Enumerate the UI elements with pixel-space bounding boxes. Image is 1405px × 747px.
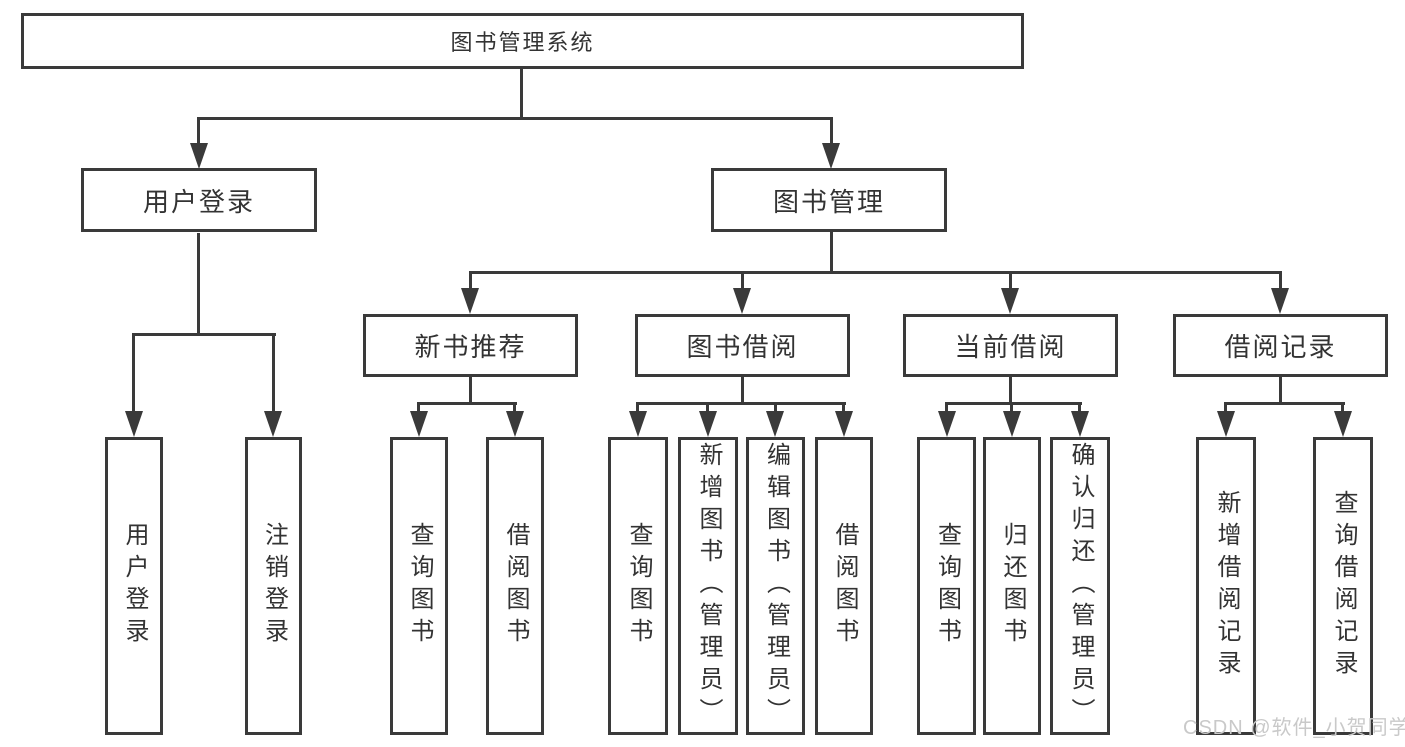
connector-line bbox=[842, 402, 845, 413]
connector-line bbox=[741, 377, 744, 404]
connector-line bbox=[520, 68, 523, 119]
connector-line bbox=[741, 271, 744, 289]
leaf-user-login: 用户登录 bbox=[105, 437, 163, 735]
connector-line bbox=[197, 117, 833, 120]
connector-line bbox=[636, 402, 639, 413]
arrow-down-icon bbox=[733, 288, 751, 314]
leaf-borrowing-borrow-books: 借阅图书 bbox=[815, 437, 873, 735]
connector-line bbox=[945, 402, 948, 413]
leaf-borrowing-edit-books: 编辑图书（管理员） bbox=[746, 437, 805, 735]
node-book-system-root: 图书管理系统 bbox=[21, 13, 1024, 69]
arrow-down-icon bbox=[125, 411, 143, 437]
arrow-down-icon bbox=[938, 411, 956, 437]
leaf-newbooks-borrow-books: 借阅图书 bbox=[486, 437, 544, 735]
connector-line bbox=[133, 333, 276, 336]
connector-line bbox=[1225, 402, 1345, 405]
connector-line bbox=[1341, 402, 1344, 413]
leaf-borrowing-add-books: 新增图书（管理员） bbox=[678, 437, 738, 735]
arrow-down-icon bbox=[766, 411, 784, 437]
leaf-borrowing-query-books: 查询图书 bbox=[608, 437, 668, 735]
leaf-newbooks-query-books: 查询图书 bbox=[390, 437, 448, 735]
connector-line bbox=[197, 233, 200, 335]
connector-line bbox=[706, 402, 709, 413]
node-book-management: 图书管理 bbox=[711, 168, 947, 232]
connector-line bbox=[1009, 377, 1012, 404]
connector-line bbox=[197, 117, 200, 145]
connector-line bbox=[418, 402, 517, 405]
arrow-down-icon bbox=[1003, 411, 1021, 437]
connector-line bbox=[1009, 271, 1012, 289]
arrow-down-icon bbox=[699, 411, 717, 437]
connector-line bbox=[830, 117, 833, 145]
connector-line bbox=[1279, 377, 1282, 404]
arrow-down-icon bbox=[1271, 288, 1289, 314]
connector-line bbox=[469, 377, 472, 404]
connector-line bbox=[469, 271, 1282, 274]
connector-line bbox=[417, 402, 420, 413]
leaf-current-confirm-return: 确认归还（管理员） bbox=[1050, 437, 1110, 735]
connector-line bbox=[1224, 402, 1227, 413]
connector-line bbox=[513, 402, 516, 413]
connector-line bbox=[272, 333, 275, 413]
connector-line bbox=[469, 271, 472, 289]
arrow-down-icon bbox=[264, 411, 282, 437]
connector-line bbox=[1279, 271, 1282, 289]
node-new-book-recommend: 新书推荐 bbox=[363, 314, 578, 377]
leaf-records-query-record: 查询借阅记录 bbox=[1313, 437, 1373, 735]
node-current-borrowing: 当前借阅 bbox=[903, 314, 1118, 377]
arrow-down-icon bbox=[822, 143, 840, 169]
arrow-down-icon bbox=[461, 288, 479, 314]
arrow-down-icon bbox=[1217, 411, 1235, 437]
connector-line bbox=[945, 402, 1082, 405]
node-book-borrowing: 图书借阅 bbox=[635, 314, 850, 377]
arrow-down-icon bbox=[629, 411, 647, 437]
node-user-login: 用户登录 bbox=[81, 168, 317, 232]
leaf-logout: 注销登录 bbox=[245, 437, 302, 735]
csdn-watermark: CSDN @软件_小贺同学 bbox=[1183, 717, 1405, 739]
connector-line bbox=[1010, 402, 1013, 413]
connector-line bbox=[774, 402, 777, 413]
leaf-records-add-record: 新增借阅记录 bbox=[1196, 437, 1256, 735]
arrow-down-icon bbox=[1001, 288, 1019, 314]
leaf-current-query-books: 查询图书 bbox=[917, 437, 976, 735]
connector-line bbox=[830, 232, 833, 273]
node-borrow-records: 借阅记录 bbox=[1173, 314, 1388, 377]
connector-line bbox=[1078, 402, 1081, 413]
connector-line bbox=[637, 402, 846, 405]
arrow-down-icon bbox=[1071, 411, 1089, 437]
arrow-down-icon bbox=[835, 411, 853, 437]
arrow-down-icon bbox=[410, 411, 428, 437]
arrow-down-icon bbox=[1334, 411, 1352, 437]
connector-line bbox=[132, 333, 135, 413]
arrow-down-icon bbox=[190, 143, 208, 169]
arrow-down-icon bbox=[506, 411, 524, 437]
leaf-current-return-books: 归还图书 bbox=[983, 437, 1041, 735]
